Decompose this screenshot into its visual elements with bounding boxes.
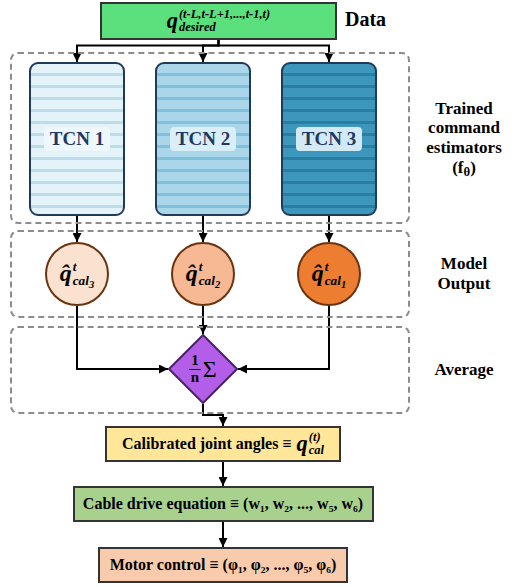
math-symbol: q̂tcal1: [312, 260, 346, 288]
flow-arrow: [77, 40, 219, 62]
node-text: 1: [341, 279, 346, 290]
superscript: (t-L,t-L+1,...,t-1,t): [179, 8, 270, 21]
math-symbol: q(t-L,t-L+1,...,t-1,t)desired: [167, 8, 270, 34]
flow-arrow: [238, 306, 329, 369]
subscript: cal: [309, 444, 324, 457]
superscript: t: [73, 260, 77, 274]
math-content: q̂tcal2: [186, 260, 220, 288]
fraction: 1n: [189, 353, 201, 386]
superscript: t: [199, 260, 203, 274]
node-text: t: [73, 260, 77, 274]
flow-arrow: [219, 40, 330, 62]
node-text: cal: [325, 274, 341, 288]
math-scripts: tcal2: [199, 260, 220, 288]
box-content: Motor control ≡ (φ₁, φ₂, ..., φ₅, φ₆): [110, 556, 337, 574]
flow-arrow: [203, 40, 219, 62]
node-text: TCN 2: [170, 127, 236, 151]
flow-arrow: [202, 306, 204, 334]
average-diamond: 1nΣ: [168, 334, 238, 404]
math-scripts: tcal3: [73, 260, 94, 288]
subscript: desired: [179, 21, 216, 34]
node-text: TCN 3: [296, 127, 362, 151]
node-text: 2: [215, 279, 220, 290]
math-content: q̂tcal3: [60, 260, 94, 288]
node-text: t: [325, 260, 329, 274]
node-text: q: [297, 433, 308, 455]
node-text: desired: [179, 21, 216, 34]
node-text: (t-L,t-L+1,...,t-1,t): [179, 8, 270, 21]
node-text: Motor control ≡ (φ₁, φ₂, ..., φ₅, φ₆): [110, 556, 337, 574]
node-text: Cable drive equation ≡ (w₁, w₂, ..., w₅,…: [83, 495, 363, 513]
node-text: TCN 1: [44, 127, 110, 151]
node-text: q̂: [60, 262, 72, 286]
data-box: q(t-L,t-L+1,...,t-1,t)desired: [100, 2, 337, 40]
math-symbol: q̂tcal2: [186, 260, 220, 288]
node-text: cal: [199, 274, 215, 288]
node-text: (t): [309, 431, 321, 444]
flow-arrow: [76, 216, 78, 242]
flow-arrow: [202, 216, 204, 242]
math-content: Calibrated joint angles ≡ q(t)cal: [122, 431, 324, 457]
superscript: (t): [309, 431, 321, 444]
node-text: n: [191, 370, 199, 386]
tcn-content: TCN 1: [44, 127, 110, 151]
flow-arrow: [203, 404, 223, 426]
group-heading: Trained command estimators(fθ): [414, 54, 514, 222]
dashed-group: TCN 1TCN 2TCN 3Trained command estimator…: [10, 52, 410, 224]
tcn-block: TCN 2: [155, 62, 251, 216]
flow-arrow: [222, 522, 224, 547]
node-text: cal: [309, 444, 324, 457]
group-heading: Model Output: [414, 232, 514, 316]
output-circle: q̂tcal3: [45, 242, 109, 306]
tcn-content: TCN 3: [296, 127, 362, 151]
node-text: Trained command estimators: [414, 99, 514, 158]
math-scripts: (t-L,t-L+1,...,t-1,t)desired: [179, 8, 270, 34]
math-symbol: q(t)cal: [297, 431, 324, 457]
node-text: cal: [73, 274, 89, 288]
diamond-outline: [169, 335, 237, 403]
average-formula: 1nΣ: [189, 353, 216, 386]
math-content: q̂tcal1: [312, 260, 346, 288]
node-text: Average: [434, 360, 493, 380]
node-text: q̂: [312, 262, 324, 286]
process-box: Motor control ≡ (φ₁, φ₂, ..., φ₅, φ₆): [98, 547, 348, 583]
output-circle: q̂tcal1: [297, 242, 361, 306]
node-text: t: [199, 260, 203, 274]
node-text: θ: [464, 165, 471, 179]
heading-line: (fθ): [452, 158, 476, 178]
box-content: Cable drive equation ≡ (w₁, w₂, ..., w₅,…: [83, 495, 363, 513]
subscript: cal3: [73, 274, 94, 288]
node-text: q̂: [186, 262, 198, 286]
tcn-content: TCN 2: [170, 127, 236, 151]
math-content: q(t-L,t-L+1,...,t-1,t)desired: [167, 8, 270, 34]
tcn-block: TCN 3: [281, 62, 377, 216]
math-scripts: tcal1: [325, 260, 346, 288]
subscript: cal2: [199, 274, 220, 288]
group-heading: Average: [414, 328, 514, 412]
node-text: (f: [452, 158, 463, 177]
process-box: Cable drive equation ≡ (w₁, w₂, ..., w₅,…: [73, 486, 374, 522]
row-label: Data: [345, 8, 386, 31]
node-text: 1: [189, 353, 201, 370]
math-scripts: (t)cal: [309, 431, 324, 457]
superscript: t: [325, 260, 329, 274]
flow-arrow: [77, 306, 168, 369]
flow-arrow: [222, 462, 224, 486]
math-symbol: q̂tcal3: [60, 260, 94, 288]
flow-arrow: [328, 216, 330, 242]
dashed-group: 1nΣAverage: [10, 326, 410, 414]
node-text: 3: [89, 279, 94, 290]
node-text: Σ: [203, 356, 217, 383]
node-text: q: [167, 10, 178, 32]
process-box: Calibrated joint angles ≡ q(t)cal: [105, 426, 341, 462]
node-text: Model Output: [414, 254, 514, 293]
tcn-block: TCN 1: [29, 62, 125, 216]
subscript: cal1: [325, 274, 346, 288]
node-text: ): [470, 158, 476, 177]
node-text: Calibrated joint angles ≡: [122, 435, 292, 453]
output-circle: q̂tcal2: [171, 242, 235, 306]
dashed-group: q̂tcal3q̂tcal2q̂tcal1Model Output: [10, 230, 410, 318]
